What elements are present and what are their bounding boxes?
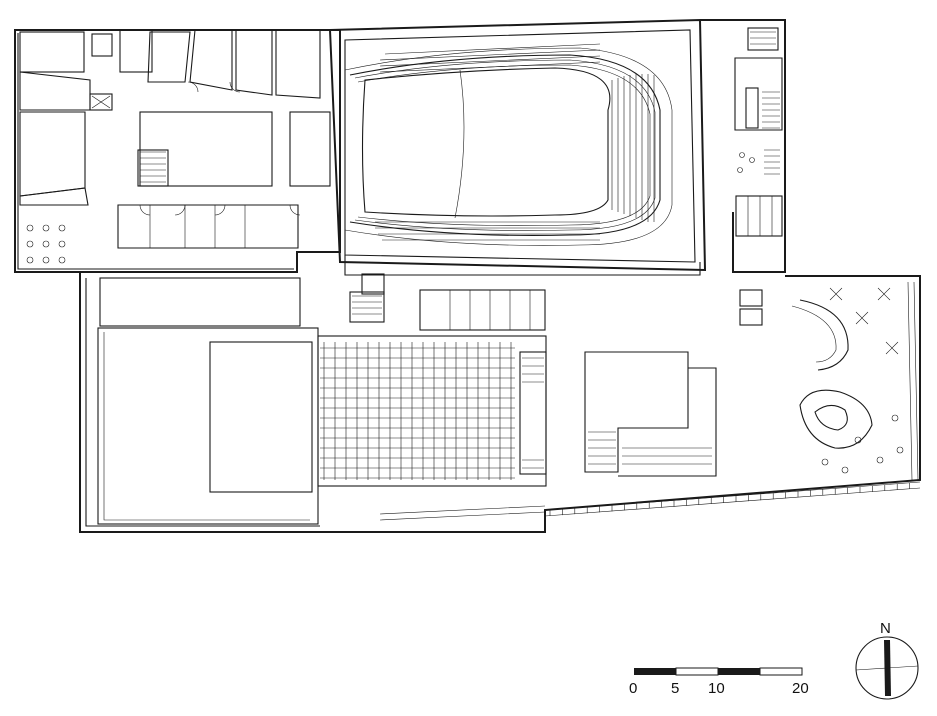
east-core (700, 19, 786, 273)
north-label: N (880, 620, 891, 637)
south-facade (379, 481, 921, 521)
studio-theatre-seating (317, 335, 547, 487)
scale-label-0: 0 (629, 680, 637, 697)
scale-label-5: 5 (671, 680, 679, 697)
west-office-wing (14, 29, 341, 273)
scale-label-10: 10 (708, 680, 725, 697)
north-arrow-icon: N (855, 620, 919, 700)
scale-bar: 0 5 10 20 (629, 667, 809, 697)
scale-label-20: 20 (792, 680, 809, 697)
main-auditorium (328, 18, 707, 295)
east-terrace (584, 281, 919, 481)
